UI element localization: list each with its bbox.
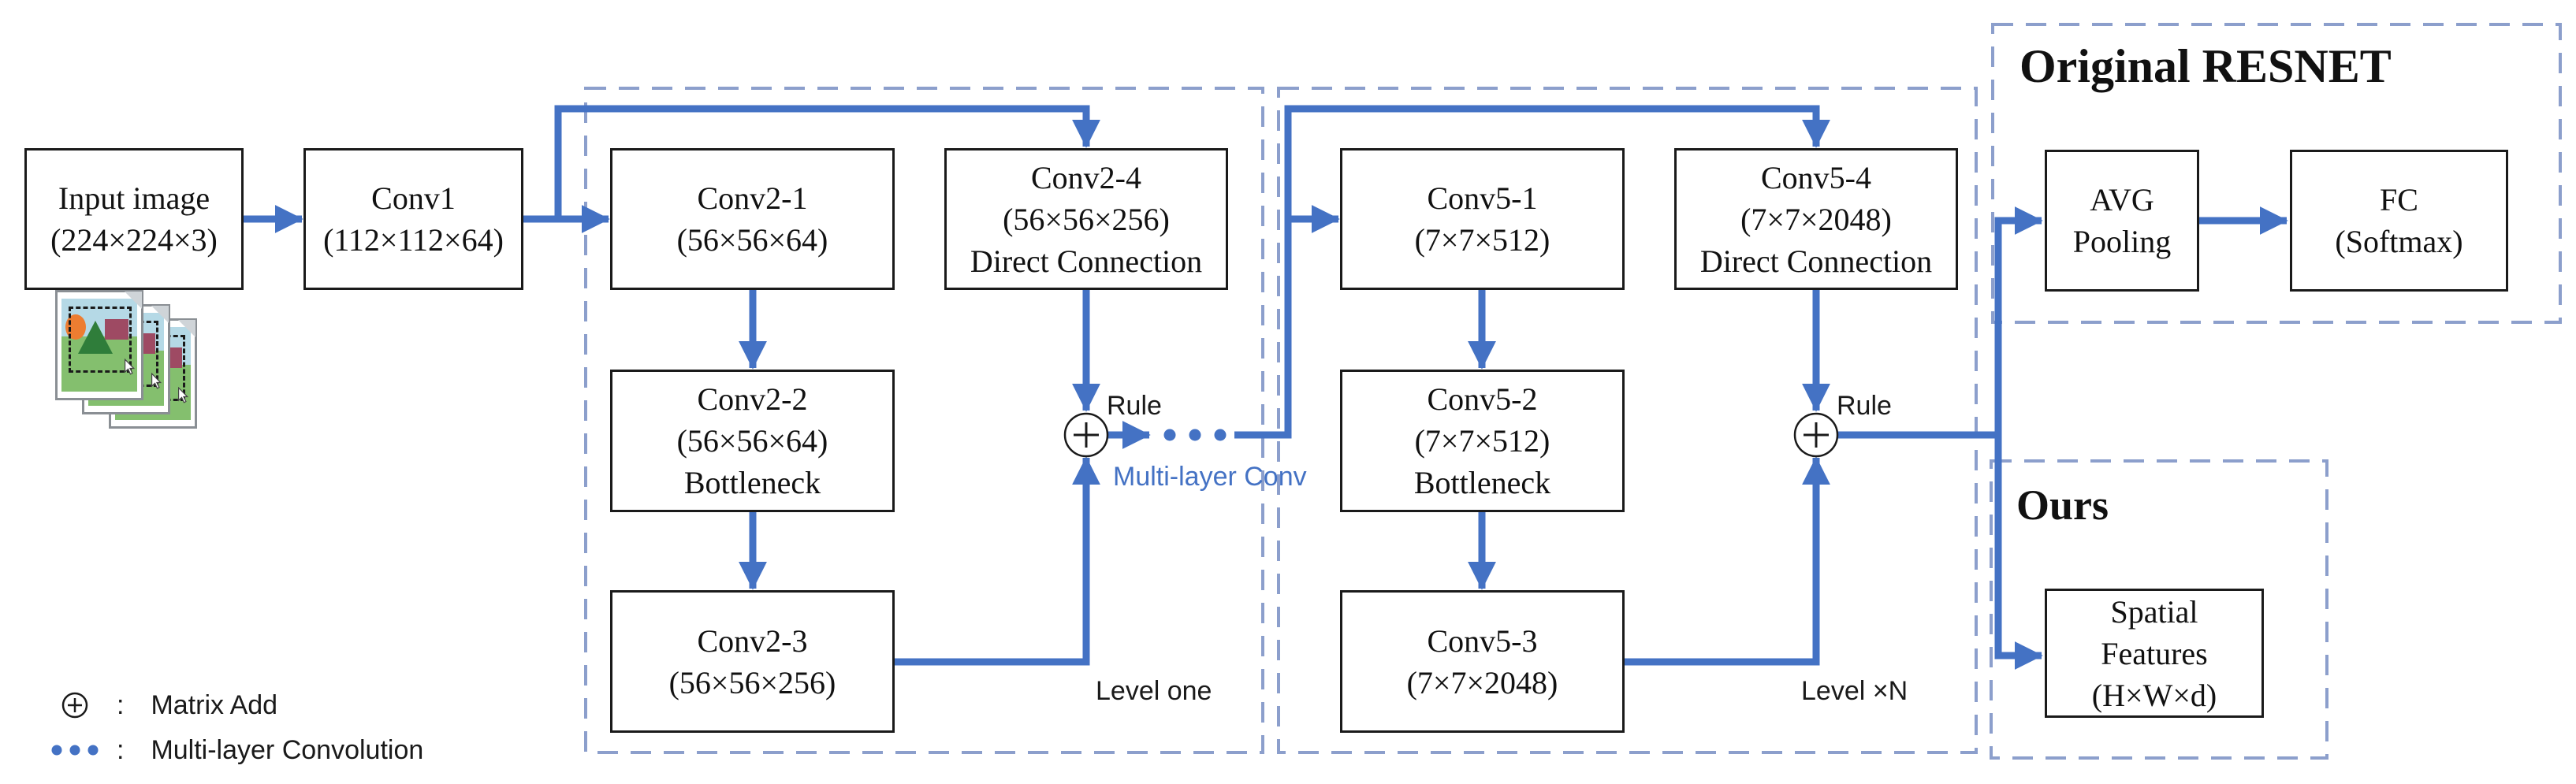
conv5-1-box: Conv5-1 (7×7×512) (1340, 148, 1625, 290)
legend-matrix-add-label: Matrix Add (151, 690, 278, 720)
matrix-add-icon-level-xn (1793, 412, 1839, 458)
line-conv5-3-to-add2 (1625, 456, 1830, 666)
legend-multi-layer-conv-separator: : (117, 735, 125, 765)
conv2-3-box: Conv2-3 (56×56×256) (610, 590, 895, 733)
rule-label-level-xn: Rule (1837, 391, 1892, 421)
legend-multi-layer-conv-label: Multi-layer Convolution (151, 735, 424, 765)
level-one-label: Level one (1096, 676, 1212, 706)
conv2-2-line2: (56×56×64) (676, 423, 828, 459)
conv2-1-line2: (56×56×64) (676, 222, 828, 258)
conv5-4-box: Conv5-4 (7×7×2048) Direct Connection (1674, 148, 1958, 290)
level-xn-label: Level ×N (1801, 676, 1908, 706)
conv2-2-line3: Bottleneck (683, 465, 821, 500)
rule-label-level-one: Rule (1107, 391, 1162, 421)
legend-matrix-add-icon (61, 692, 88, 719)
fc-box: FC (Softmax) (2290, 150, 2508, 292)
page-fold (151, 306, 169, 323)
spatial-features-line2: Features (2101, 635, 2208, 671)
conv2-2-box: Conv2-2 (56×56×64) Bottleneck (610, 370, 895, 512)
conv2-3-line2: (56×56×256) (668, 664, 836, 700)
line-conv2-3-to-add1 (895, 456, 1100, 666)
conv2-4-line2: (56×56×256) (1003, 201, 1170, 237)
original-resnet-title: Original RESNET (2019, 40, 2392, 92)
cursor-icon (151, 373, 162, 389)
fc-line1: FC (2380, 182, 2418, 217)
conv5-4-line1: Conv5-4 (1761, 159, 1871, 195)
conv2-1-box: Conv2-1 (56×56×64) (610, 148, 895, 290)
original-resnet-dashed-border (1991, 23, 2562, 324)
page-fold (178, 320, 195, 337)
avg-pooling-line2: Pooling (2072, 224, 2172, 259)
ours-title: Ours (2016, 481, 2109, 529)
selection-rect (69, 307, 132, 373)
tree-shape (78, 321, 113, 354)
input-image-line1: Input image (58, 180, 210, 216)
line-dots-to-conv5-4 (1234, 105, 1830, 439)
spatial-features-line1: Spatial (2110, 593, 2198, 630)
spatial-features-box: Spatial Features (H×W×d) (2045, 589, 2264, 718)
input-images-icon (55, 290, 209, 432)
multi-layer-conv-label: Multi-layer Conv (1113, 462, 1307, 492)
conv1-line2: (112×112×64) (323, 222, 504, 258)
cursor-icon (125, 359, 135, 375)
image-page-front (55, 290, 143, 400)
avg-pooling-line1: AVG (2090, 182, 2154, 217)
avg-pooling-box: AVG Pooling (2045, 150, 2199, 292)
ours-dashed-border (1990, 459, 2328, 760)
conv5-3-line2: (7×7×2048) (1406, 664, 1558, 700)
conv5-2-line1: Conv5-2 (1427, 381, 1538, 417)
conv1-box: Conv1 (112×112×64) (303, 148, 523, 290)
conv5-2-line3: Bottleneck (1413, 465, 1551, 500)
conv2-2-line1: Conv2-2 (697, 381, 808, 417)
conv5-1-line2: (7×7×512) (1414, 222, 1550, 258)
conv2-4-line1: Conv2-4 (1031, 159, 1141, 195)
conv1-line1: Conv1 (371, 180, 456, 216)
conv2-4-line3: Direct Connection (970, 243, 1203, 279)
conv5-4-line2: (7×7×2048) (1740, 201, 1892, 237)
conv2-4-box: Conv2-4 (56×56×256) Direct Connection (944, 148, 1228, 290)
legend-row-matrix-add: : Matrix Add (117, 690, 277, 720)
conv5-2-line2: (7×7×512) (1414, 423, 1550, 459)
line-conv1-to-conv2-4 (523, 105, 1100, 223)
conv5-1-line1: Conv5-1 (1427, 180, 1538, 216)
legend-matrix-add-separator: : (117, 690, 125, 720)
conv5-3-box: Conv5-3 (7×7×2048) (1340, 590, 1625, 733)
conv5-2-box: Conv5-2 (7×7×512) Bottleneck (1340, 370, 1625, 512)
conv2-3-line1: Conv2-3 (697, 622, 808, 659)
level-one-dashed-border (584, 87, 1264, 754)
line-to-spatial-features (1994, 435, 2043, 670)
conv2-1-line1: Conv2-1 (697, 180, 808, 216)
page-fold (125, 292, 142, 309)
conv5-3-line1: Conv5-3 (1427, 622, 1538, 659)
legend-dots-icon (51, 745, 99, 756)
spatial-features-line3: (H×W×d) (2091, 677, 2217, 713)
input-image-line2: (224×224×3) (50, 222, 218, 258)
conv5-4-line3: Direct Connection (1699, 243, 1933, 279)
fc-line2: (Softmax) (2335, 224, 2463, 259)
input-image-box: Input image (224×224×3) (24, 148, 244, 290)
level-xn-dashed-border (1277, 87, 1978, 754)
cursor-icon (178, 387, 188, 403)
line-to-avg-pooling (1994, 206, 2043, 435)
matrix-add-icon-level-one (1063, 412, 1109, 458)
legend-row-multi-layer-convolution: : Multi-layer Convolution (117, 735, 423, 765)
multi-layer-conv-dots-icon (1163, 429, 1227, 441)
